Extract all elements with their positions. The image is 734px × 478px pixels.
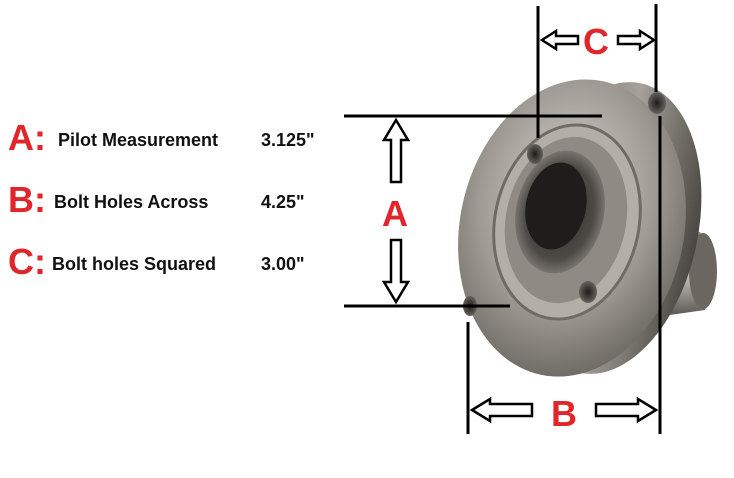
- dimension-label-a: A: [382, 193, 408, 234]
- bolt-hole: [648, 92, 666, 114]
- dimension-arrows: [381, 28, 659, 424]
- a-down-arrow: [381, 238, 411, 305]
- legend-label-pilot: Pilot Measurement: [58, 130, 219, 150]
- a-up-arrow: [381, 117, 411, 184]
- dimension-lines: [344, 4, 662, 434]
- dimension-label-c: C: [583, 21, 609, 62]
- flange-image: [458, 79, 717, 377]
- legend-letter-c: C:: [8, 241, 46, 282]
- bolt-hole: [579, 281, 597, 303]
- legend-label-bolt-across: Bolt Holes Across: [54, 192, 209, 212]
- legend-value-pilot: 3.125": [261, 130, 315, 150]
- bolt-hole: [527, 144, 543, 164]
- dimension-label-b: B: [551, 393, 577, 434]
- legend-label-bolt-squared: Bolt holes Squared: [52, 254, 217, 274]
- b-right-arrow: [594, 396, 659, 424]
- b-left-arrow: [469, 396, 534, 424]
- legend-value-bolt-squared: 3.00": [261, 254, 305, 274]
- legend-letter-a: A:: [8, 117, 46, 158]
- c-left-arrow: [539, 28, 580, 52]
- legend-value-bolt-across: 4.25": [261, 192, 305, 212]
- legend-letter-b: B:: [8, 179, 46, 220]
- c-right-arrow: [616, 28, 657, 52]
